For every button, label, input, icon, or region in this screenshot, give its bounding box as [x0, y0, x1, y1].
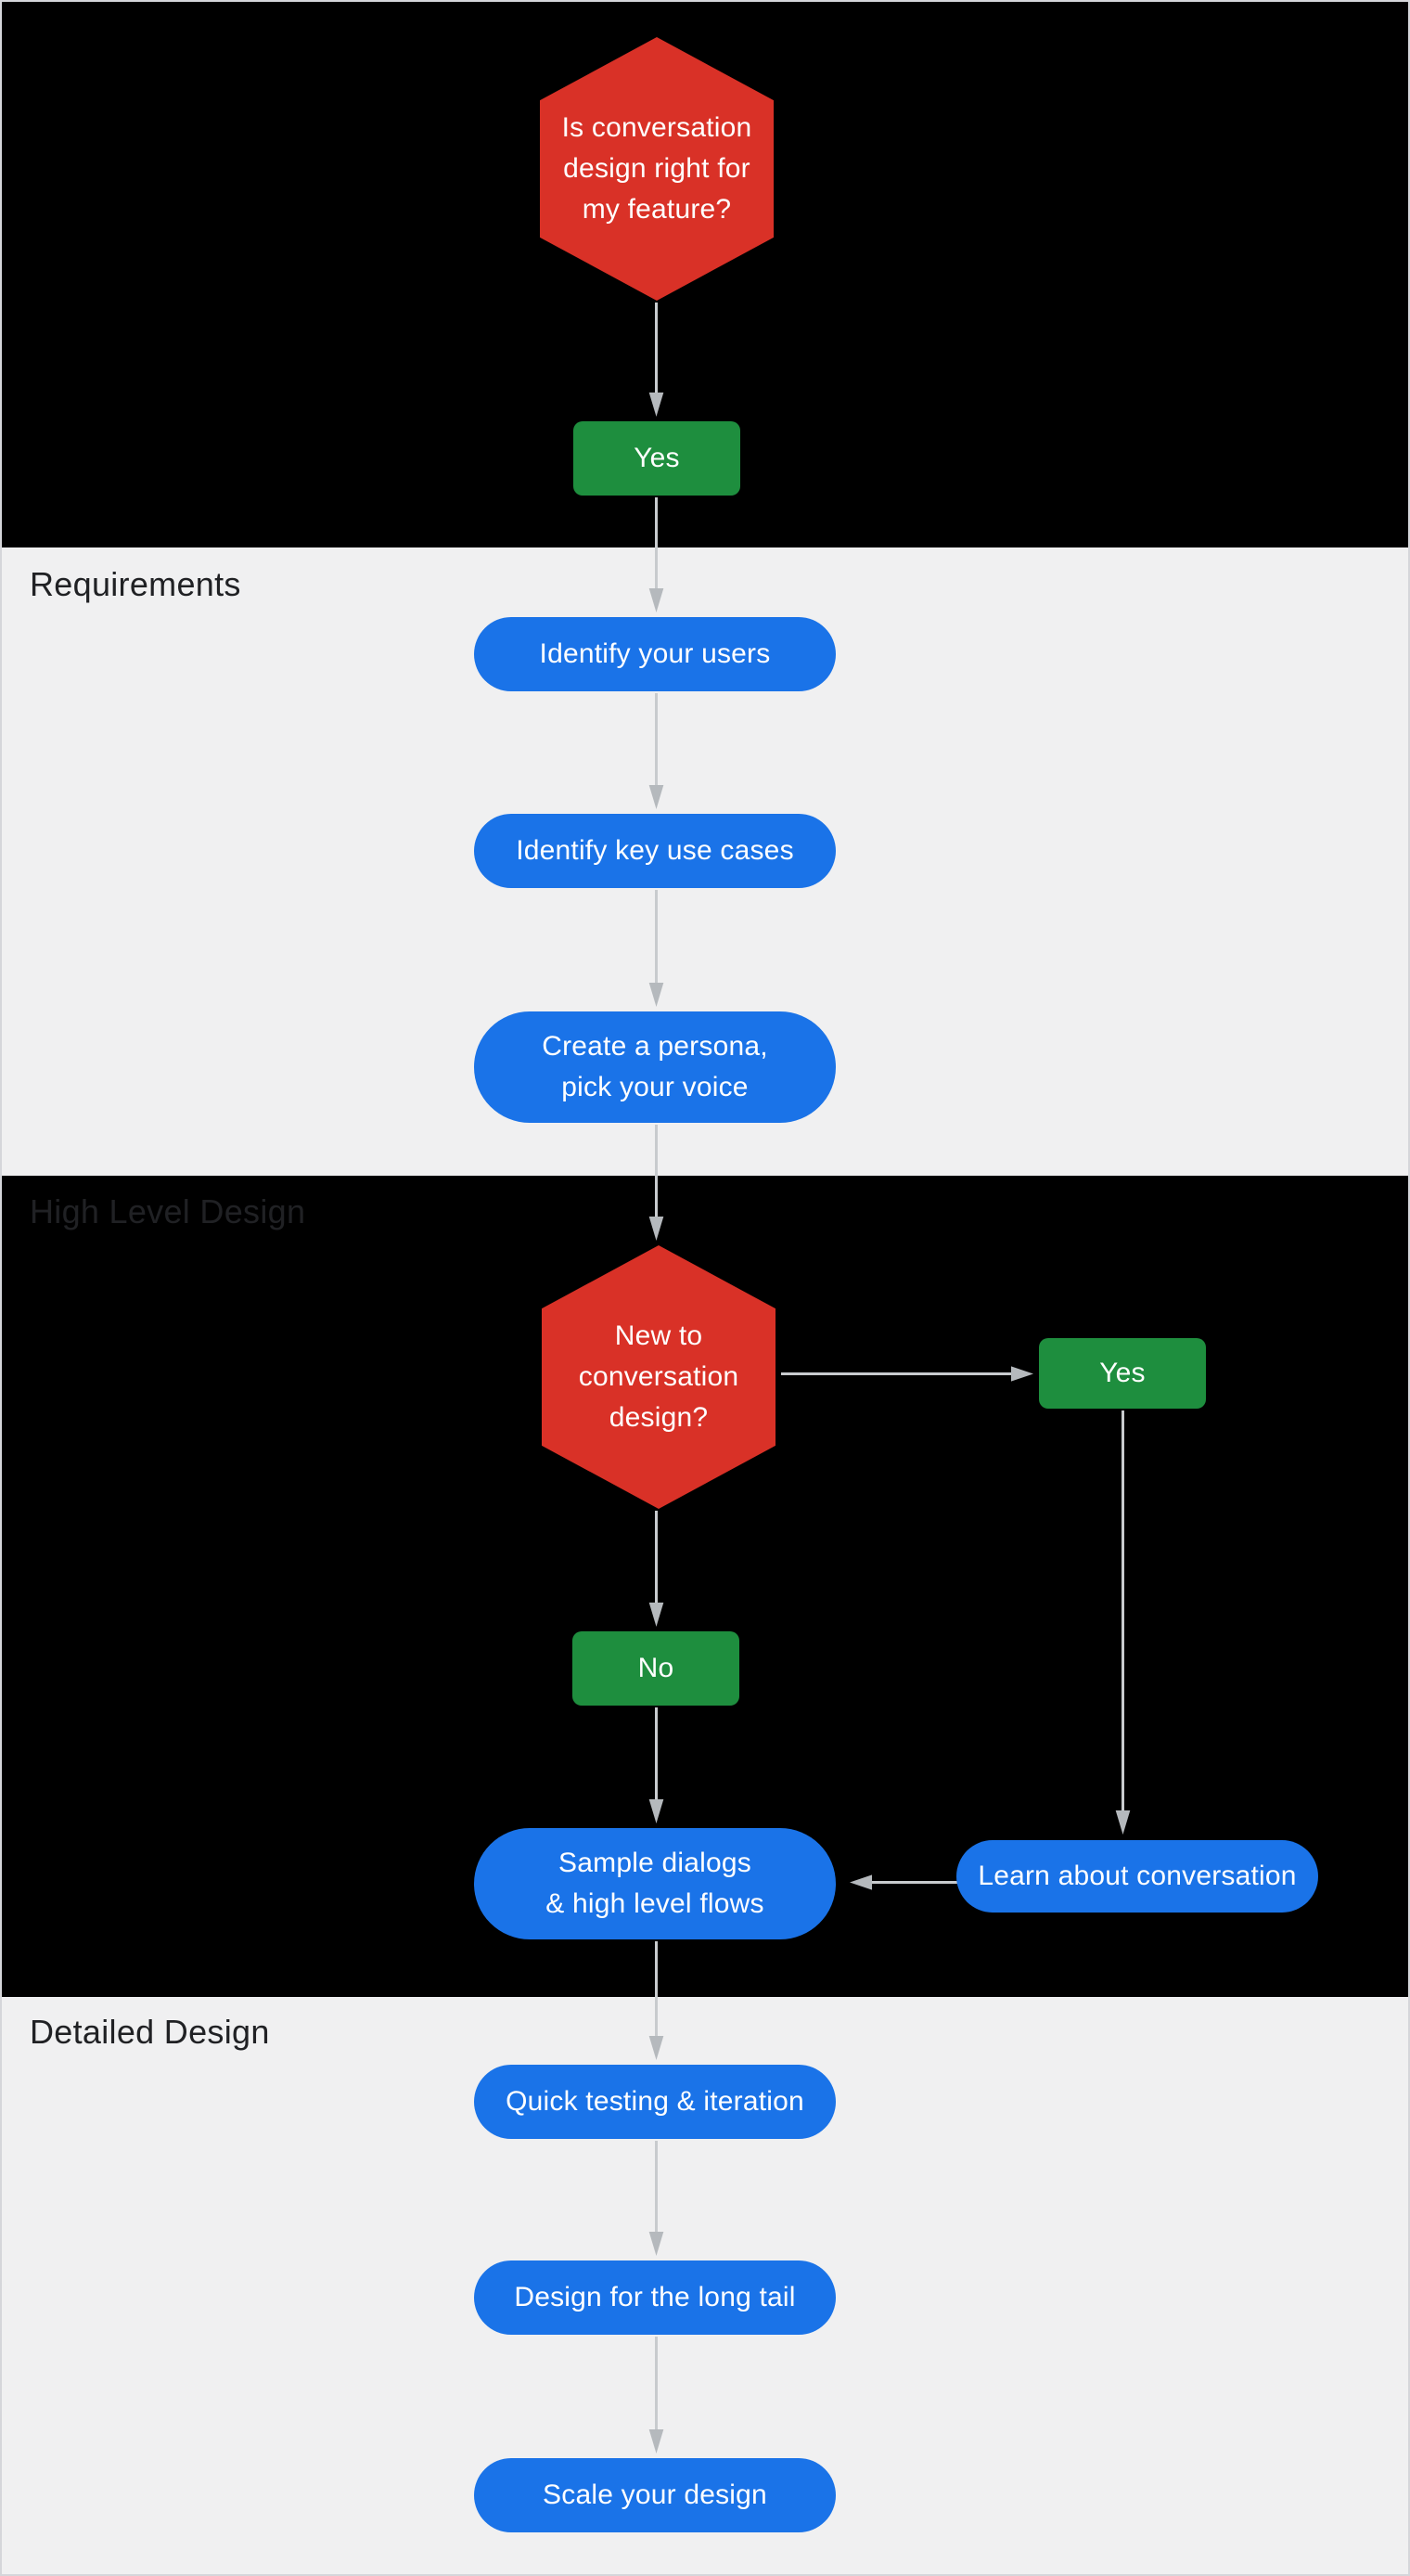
arrow-line [655, 2337, 658, 2429]
yes-button-start[interactable]: Yes [573, 421, 740, 496]
step-pill-learn-about-conversation[interactable]: Learn about conversation [956, 1840, 1318, 1913]
step-pill-design-for-long-tail[interactable]: Design for the long tail [474, 2260, 836, 2335]
decision-text-line: design right for [563, 153, 750, 184]
yes-button-new-to-design[interactable]: Yes [1039, 1338, 1206, 1409]
arrow-use-cases-to-persona [648, 890, 664, 1007]
arrow-line [870, 1881, 957, 1884]
arrow-head-left-icon [850, 1874, 872, 1890]
step-text-line: pick your voice [561, 1072, 749, 1102]
arrow-line [655, 1707, 658, 1799]
arrow-line [781, 1372, 1013, 1375]
step-pill-identify-your-users[interactable]: Identify your users [474, 617, 836, 691]
arrow-line [1122, 1410, 1124, 1810]
arrow-head-down-icon [1115, 1810, 1131, 1835]
arrow-line [655, 693, 658, 785]
arrow-head-down-icon [648, 1603, 664, 1627]
step-text-line: Create a persona, [542, 1031, 768, 1062]
decision-hexagon-new-to-conversation-design: New to conversation design? [542, 1245, 776, 1509]
decision-text-line: Is conversation [561, 112, 752, 143]
arrow-head-down-icon [648, 2232, 664, 2256]
arrow-head-down-icon [648, 588, 664, 612]
arrow-line [655, 497, 658, 588]
step-text-line: Sample dialogs [558, 1848, 751, 1878]
decision-text-line: New to [614, 1320, 703, 1351]
arrow-sample-to-quick-testing [648, 1941, 664, 2060]
arrow-head-down-icon [648, 785, 664, 809]
section-label-detailed-design: Detailed Design [30, 2013, 270, 2051]
arrow-line [655, 2141, 658, 2232]
decision-text-line: design? [609, 1402, 709, 1433]
arrow-head-down-icon [648, 2429, 664, 2454]
section-label-requirements: Requirements [30, 565, 241, 603]
arrow-yes-to-learn [1115, 1410, 1131, 1835]
arrow-yes-to-identify-users [648, 497, 664, 612]
arrow-line [655, 890, 658, 983]
arrow-head-down-icon [648, 1217, 664, 1241]
step-pill-sample-dialogs-high-level-flows[interactable]: Sample dialogs & high level flows [474, 1828, 836, 1939]
decision-text-line: my feature? [582, 194, 732, 225]
step-pill-quick-testing-iteration[interactable]: Quick testing & iteration [474, 2065, 836, 2139]
step-text-line: & high level flows [545, 1888, 764, 1919]
arrow-line [655, 303, 658, 393]
arrow-hex-new-to-no [648, 1511, 664, 1627]
no-button-new-to-design[interactable]: No [572, 1631, 739, 1706]
arrow-line [655, 1125, 658, 1217]
arrow-quick-testing-to-long-tail [648, 2141, 664, 2256]
arrow-head-down-icon [648, 983, 664, 1007]
arrow-learn-to-sample-dialogs [850, 1874, 957, 1890]
arrow-users-to-use-cases [648, 693, 664, 809]
step-pill-scale-your-design[interactable]: Scale your design [474, 2458, 836, 2532]
step-pill-create-persona-pick-voice[interactable]: Create a persona, pick your voice [474, 1011, 836, 1123]
arrow-line [655, 1511, 658, 1603]
arrow-long-tail-to-scale [648, 2337, 664, 2454]
arrow-no-to-sample-dialogs [648, 1707, 664, 1823]
arrow-line [655, 1941, 658, 2036]
decision-hexagon-is-conversation-design-right: Is conversation design right for my feat… [540, 37, 774, 301]
arrow-hex-new-to-yes [781, 1366, 1033, 1382]
arrow-head-down-icon [648, 393, 664, 417]
arrow-head-right-icon [1011, 1366, 1033, 1382]
arrow-persona-to-hex-new [648, 1125, 664, 1241]
arrow-head-down-icon [648, 1799, 664, 1823]
decision-text-line: conversation [578, 1361, 739, 1392]
arrow-head-down-icon [648, 2036, 664, 2060]
arrow-hex-start-to-yes [648, 303, 664, 417]
step-pill-identify-key-use-cases[interactable]: Identify key use cases [474, 814, 836, 888]
section-label-high-level-design: High Level Design [30, 1192, 306, 1230]
